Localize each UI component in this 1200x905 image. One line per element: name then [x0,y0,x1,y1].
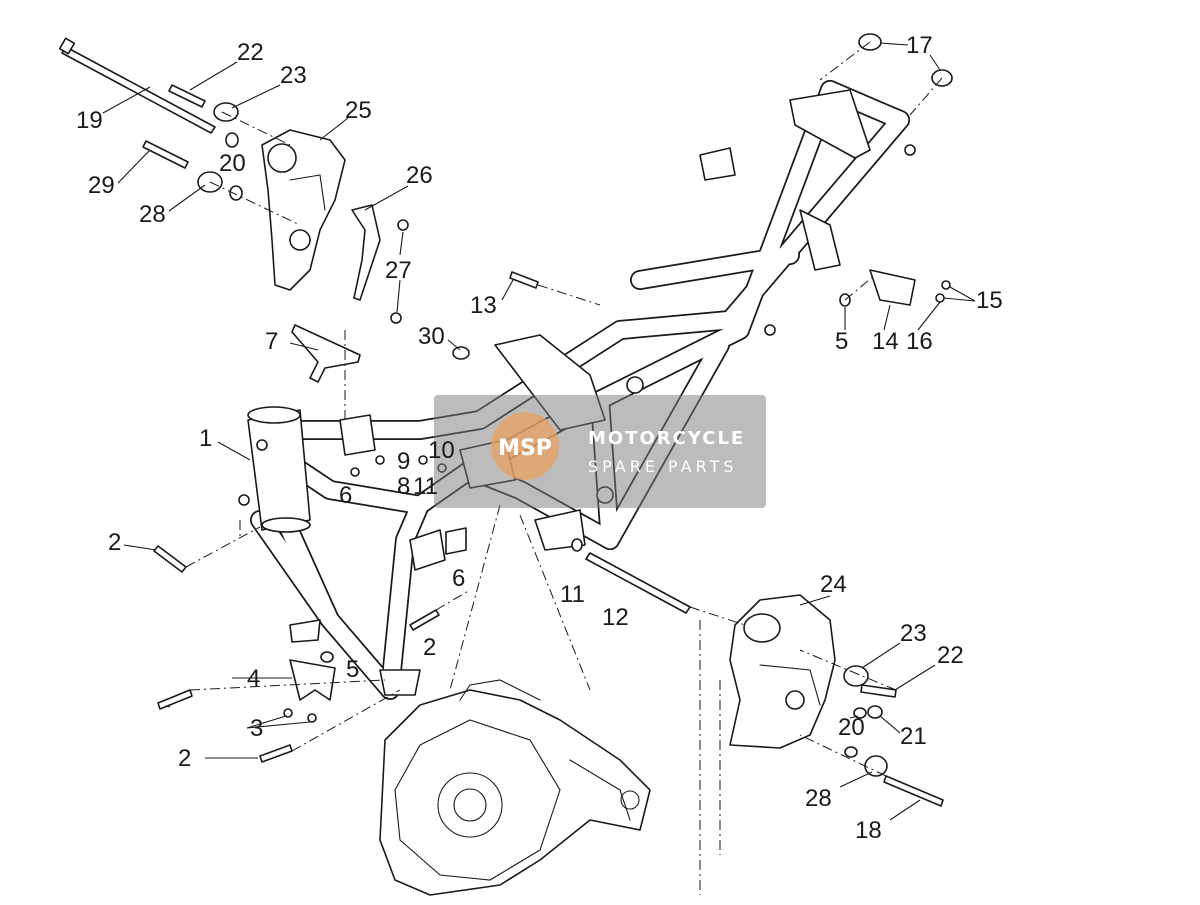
right-engine-mount-plate [729,594,836,749]
washer-20-lower [844,746,858,758]
callout-24: 24 [820,571,847,598]
callout-4: 4 [247,665,260,692]
screw-8 [350,467,360,477]
callout-28-bottom: 28 [805,785,832,812]
callout-2-mid: 2 [423,634,436,661]
callout-14: 14 [872,328,899,355]
screw-27-top [397,219,409,231]
bolt-13 [509,271,539,289]
callout-21: 21 [900,723,927,750]
left-engine-mount-plate [261,129,346,291]
callout-5-left: 5 [346,656,359,683]
washer-20-bottom [229,185,243,201]
bolt-22-bottom [860,684,897,698]
washer-10 [418,455,428,465]
bracket-4 [289,659,336,701]
bushing-23-bottom [843,665,869,687]
long-bolt-19 [58,37,216,134]
callout-17: 17 [906,32,933,59]
bolt-18 [883,775,944,807]
callout-6-mid: 6 [452,565,465,592]
washer-11-bottom [571,538,583,552]
bolt-2-lower-left [157,689,193,710]
bolt-29 [142,140,189,169]
callout-3: 3 [250,715,263,742]
leader-lines [102,42,976,821]
long-bolt-12 [585,552,691,614]
washer-5-left [320,651,334,663]
callout-16: 16 [906,328,933,355]
callout-22-bottom: 22 [937,642,964,669]
callout-25: 25 [345,97,372,124]
callout-6-top: 6 [339,482,352,509]
callout-28-top: 28 [139,201,166,228]
callout-5-right: 5 [835,328,848,355]
callout-30: 30 [418,323,445,350]
callout-11-top: 11 [413,473,438,500]
screw-16 [935,293,945,303]
bolt-2-top [153,545,187,573]
screw-15 [941,280,951,290]
callout-18: 18 [855,817,882,844]
callout-15: 15 [976,287,1003,314]
callout-8: 8 [397,473,410,500]
screw-3-left [283,708,293,718]
washer-20-top [225,132,239,148]
callout-23-bottom: 23 [900,620,927,647]
screw-3-right [307,713,317,723]
callout-2-top: 2 [108,529,121,556]
callout-1: 1 [199,425,212,452]
bolt-2-mid [409,609,440,631]
callout-29: 29 [88,172,115,199]
nut-21 [867,705,883,719]
bushing-6 [445,527,467,555]
callout-9: 9 [397,448,410,475]
bracket-7 [291,324,361,383]
callout-10: 10 [428,437,455,464]
engine-gearbox-housing [379,679,651,896]
watermark-logo: MSP [498,436,552,461]
callout-19: 19 [76,107,103,134]
watermark: MSP MOTORCYCLE SPARE PARTS [434,395,766,508]
plug-30 [452,346,470,360]
alignment-lines [185,41,943,895]
bushing-28-bottom [864,755,888,777]
callout-7: 7 [265,328,278,355]
washer-20-right [853,707,867,719]
callout-13: 13 [470,292,497,319]
screw-27-bottom [390,312,402,324]
steering-head [238,406,311,533]
callout-22-top: 22 [237,39,264,66]
callout-2-bottom: 2 [178,745,191,772]
nut-9 [375,455,385,465]
callout-23-top: 23 [280,62,307,89]
callout-26: 26 [406,162,433,189]
callout-20-bottom: 20 [838,714,865,741]
bushing-23-top [213,102,239,122]
watermark-line1: MOTORCYCLE [588,428,745,449]
callout-20-top: 20 [219,150,246,177]
callout-labels: 22 23 19 25 20 29 28 26 27 17 13 30 7 15… [76,32,1003,844]
callout-27: 27 [385,257,412,284]
callout-12: 12 [602,604,629,631]
bracket-14 [869,269,916,306]
watermark-line2: SPARE PARTS [588,457,738,476]
bolt-2-bottom [259,744,293,763]
bracket-26 [351,204,381,301]
bolt-22-top [168,84,206,108]
callout-11-bottom: 11 [560,581,585,608]
